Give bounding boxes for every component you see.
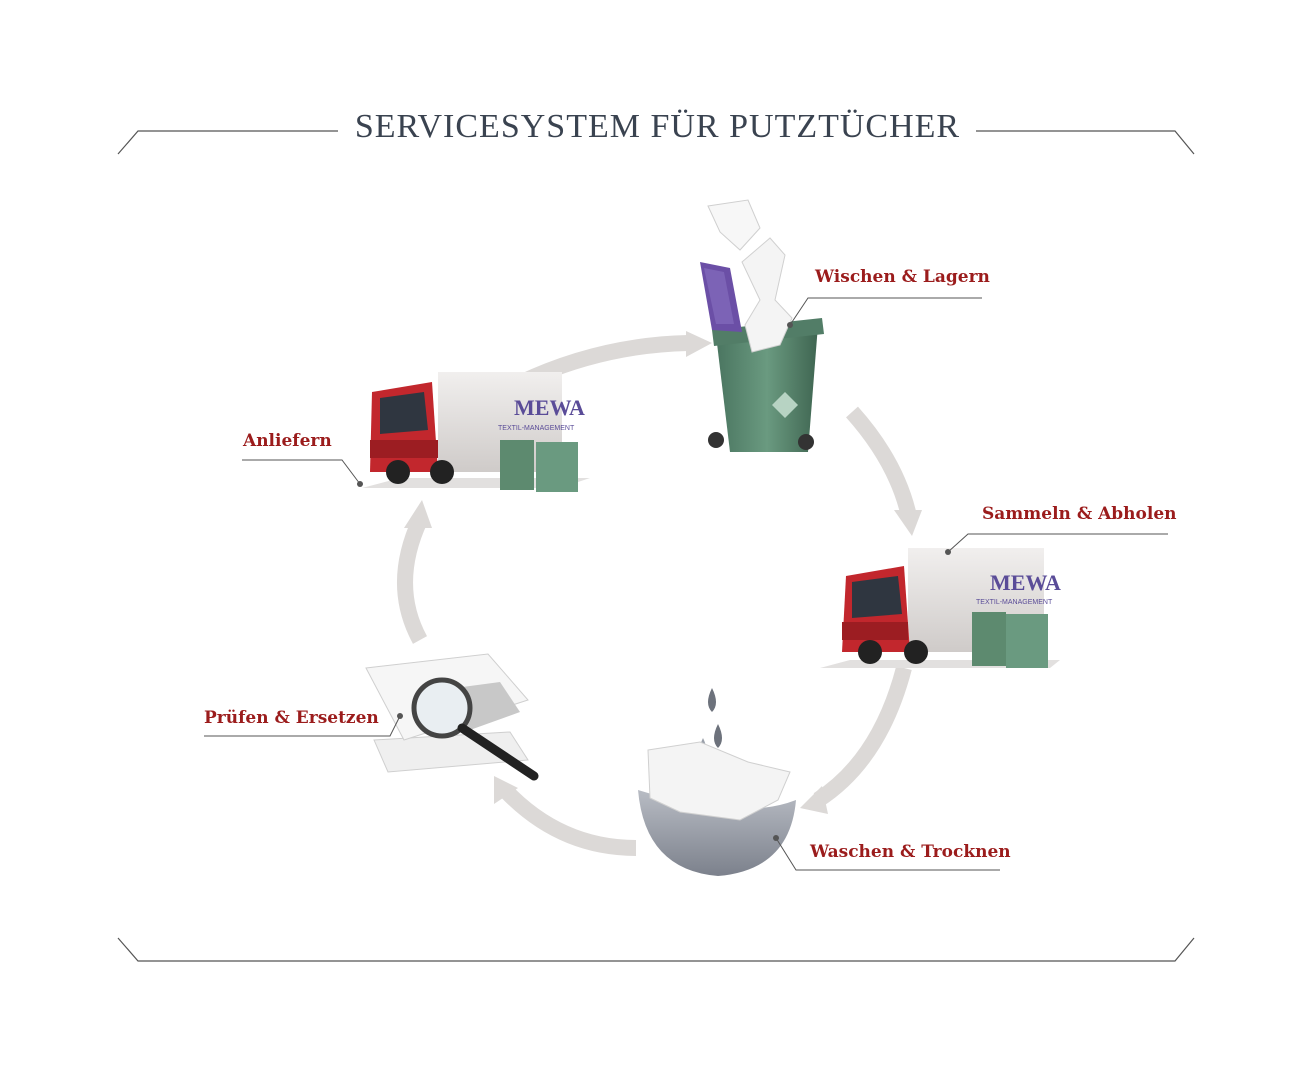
truck-subline-anliefern: TEXTIL-MANAGEMENT — [498, 425, 575, 432]
step-label-wischen-lagern: Wischen & Lagern — [815, 267, 990, 287]
wash-illustration — [638, 688, 796, 876]
arc-sammeln-to-waschen — [813, 665, 912, 807]
step-label-anliefern: Anliefern — [243, 431, 332, 451]
bin-illustration — [700, 199, 824, 452]
truck-brand-sammeln: MEWA — [990, 570, 1061, 595]
truck-brand-anliefern: MEWA — [514, 395, 585, 420]
frame-bottom — [117, 937, 1195, 962]
arc-wischen-to-sammeln — [846, 406, 916, 515]
label-leaders — [204, 297, 1168, 871]
truck-subline-sammeln: TEXTIL-MANAGEMENT — [976, 599, 1053, 606]
truck-illustration-anliefern: MEWA TEXTIL-MANAGEMENT — [362, 372, 590, 492]
step-label-pruefen-ersetzen: Prüfen & Ersetzen — [204, 708, 379, 728]
arc-waschen-to-pruefen — [499, 784, 637, 856]
truck-illustration-sammeln: MEWA TEXTIL-MANAGEMENT — [820, 548, 1061, 668]
step-label-waschen-trocknen: Waschen & Trocknen — [810, 842, 1011, 862]
cycle-arrowheads — [404, 331, 922, 814]
arc-pruefen-to-anliefern — [397, 516, 428, 644]
frame-top — [117, 130, 1195, 155]
label-leader-dots — [357, 322, 951, 841]
diagram-title: SERVICESYSTEM FÜR PUTZTÜCHER — [354, 108, 961, 145]
step-label-sammeln-abholen: Sammeln & Abholen — [982, 504, 1177, 524]
inspect-illustration — [365, 653, 539, 781]
